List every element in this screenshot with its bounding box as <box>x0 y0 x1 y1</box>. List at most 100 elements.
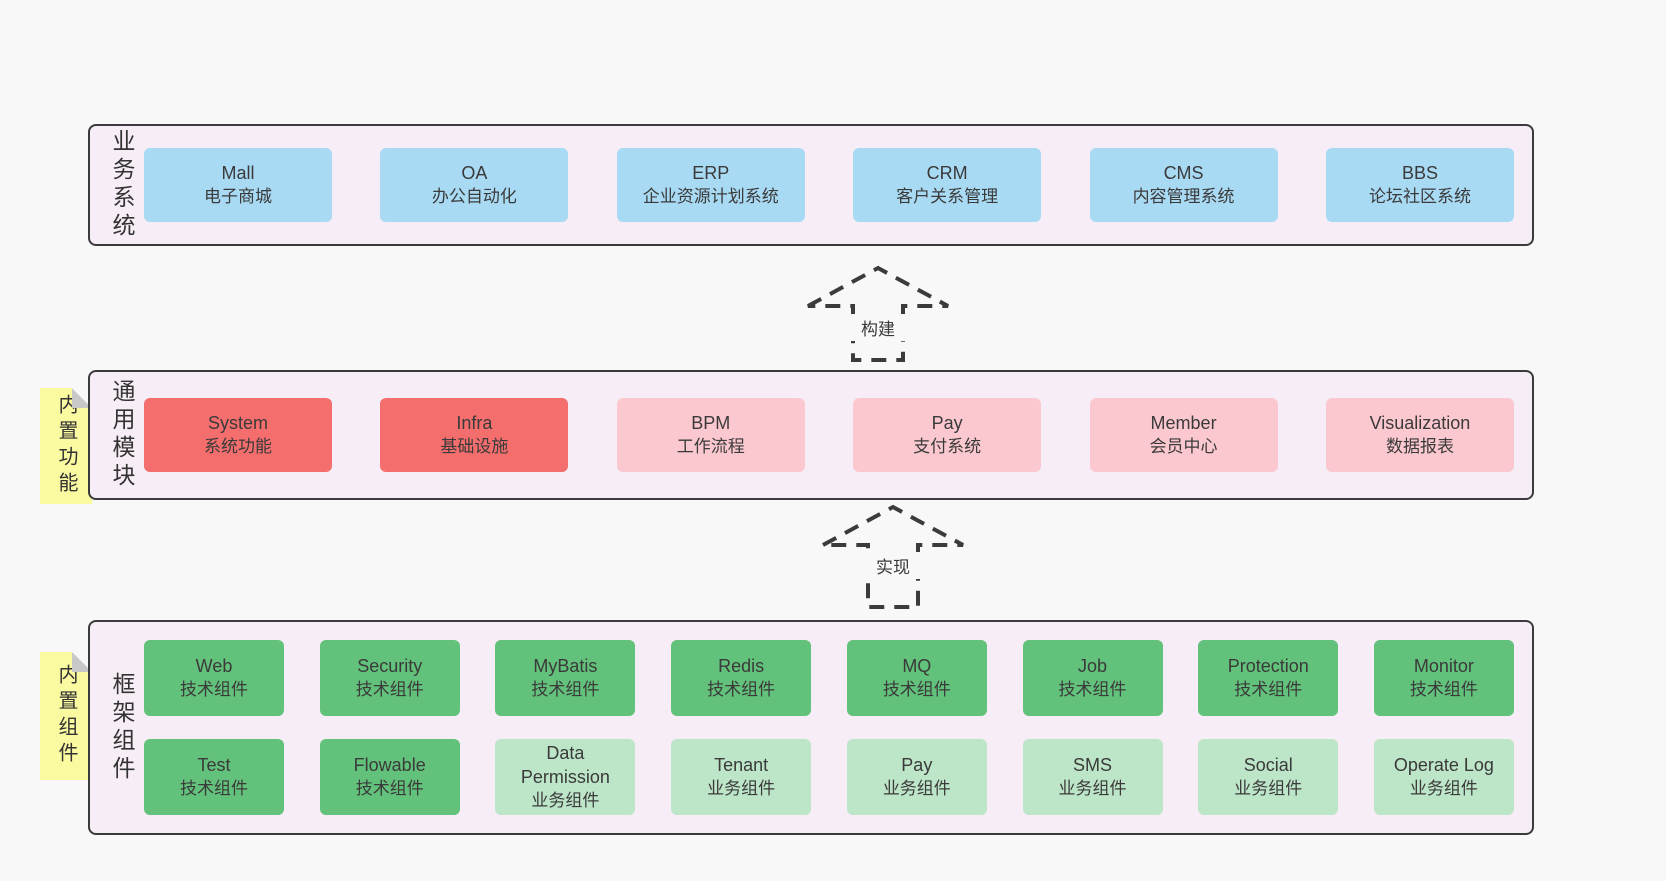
section-framework-components: 框架组件 Web 技术组件 Security 技术组件 MyBatis 技术组件… <box>88 620 1534 835</box>
folded-corner-icon <box>72 388 92 408</box>
box-mq: MQ 技术组件 <box>846 640 987 716</box>
box-en-label: Data Permission <box>520 743 610 787</box>
box-en-label: Mall <box>221 163 255 183</box>
box-protection: Protection 技术组件 <box>1198 640 1339 716</box>
box-zh-label: 数据报表 <box>1385 437 1454 456</box>
box-en-label: Tenant <box>714 755 769 775</box>
box-en-label: Monitor <box>1413 656 1474 676</box>
section-side-label: 框架组件 <box>109 671 135 784</box>
box-pay-biz: Pay 业务组件 <box>846 739 987 815</box>
box-zh-label: 技术组件 <box>882 680 951 699</box>
sticky-label-builtin-features: 内置功能 <box>55 394 77 498</box>
box-oa: OA 办公自动化 <box>380 148 569 222</box>
box-web: Web 技术组件 <box>144 640 284 716</box>
box-zh-label: 技术组件 <box>180 680 248 699</box>
box-operate-log: Operate Log 业务组件 <box>1373 739 1514 815</box>
sticky-note-builtin-features: 内置功能 <box>40 388 92 504</box>
box-en-label: Operate Log <box>1393 755 1494 775</box>
box-zh-label: 业务组件 <box>531 791 600 810</box>
box-en-label: Redis <box>718 656 765 676</box>
box-en-label: System <box>207 413 268 433</box>
box-zh-label: 技术组件 <box>707 680 776 699</box>
box-en-label: Job <box>1078 656 1108 676</box>
box-en-label: Pay <box>901 755 933 775</box>
box-zh-label: 技术组件 <box>1234 680 1303 699</box>
business-boxes: Mall 电子商城 OA 办公自动化 ERP 企业资源计划系统 CRM 客户关系… <box>134 148 1532 222</box>
section-business-systems: 业务系统 Mall 电子商城 OA 办公自动化 ERP 企业资源计划系统 CRM… <box>88 124 1534 246</box>
box-en-label: MyBatis <box>533 656 598 676</box>
box-bbs: BBS 论坛社区系统 <box>1325 148 1514 222</box>
box-job: Job 技术组件 <box>1022 640 1163 716</box>
box-zh-label: 业务组件 <box>1234 779 1303 798</box>
box-zh-label: 客户关系管理 <box>896 187 999 206</box>
section-side-label: 通用模块 <box>109 379 135 491</box>
box-cms: CMS 内容管理系统 <box>1089 148 1278 222</box>
box-zh-label: 业务组件 <box>1409 779 1478 798</box>
framework-row-1: Web 技术组件 Security 技术组件 MyBatis 技术组件 Redi… <box>144 640 1514 716</box>
box-en-label: Flowable <box>353 755 426 775</box>
box-mybatis: MyBatis 技术组件 <box>495 640 636 716</box>
box-en-label: BPM <box>691 413 731 433</box>
box-en-label: Infra <box>456 413 493 433</box>
box-pay: Pay 支付系统 <box>853 398 1042 472</box>
sticky-note-builtin-components: 内置组件 <box>40 652 92 780</box>
section-side-label: 业务系统 <box>109 129 135 241</box>
box-en-label: ERP <box>692 163 730 183</box>
box-en-label: Web <box>195 656 233 676</box>
framework-boxes: Web 技术组件 Security 技术组件 MyBatis 技术组件 Redi… <box>134 640 1532 815</box>
box-en-label: CRM <box>926 163 968 183</box>
arrow-build <box>807 265 949 362</box>
box-crm: CRM 客户关系管理 <box>853 148 1042 222</box>
box-tenant: Tenant 业务组件 <box>671 739 812 815</box>
box-zh-label: 工作流程 <box>676 437 745 456</box>
box-test: Test 技术组件 <box>144 739 284 815</box>
box-zh-label: 业务组件 <box>707 779 776 798</box>
box-member: Member 会员中心 <box>1089 398 1278 472</box>
box-en-label: Pay <box>931 413 963 433</box>
box-zh-label: 办公自动化 <box>431 187 517 206</box>
framework-row-2: Test 技术组件 Flowable 技术组件 Data Permission … <box>144 739 1514 815</box>
box-redis: Redis 技术组件 <box>671 640 812 716</box>
box-zh-label: 会员中心 <box>1149 437 1218 456</box>
box-erp: ERP 企业资源计划系统 <box>616 148 805 222</box>
box-en-label: MQ <box>902 656 932 676</box>
box-en-label: Security <box>357 656 423 676</box>
box-monitor: Monitor 技术组件 <box>1373 640 1514 716</box>
box-zh-label: 支付系统 <box>913 437 982 456</box>
box-en-label: OA <box>461 163 488 183</box>
box-mall: Mall 电子商城 <box>144 148 332 222</box>
box-zh-label: 企业资源计划系统 <box>642 187 779 206</box>
sticky-label-builtin-components: 内置组件 <box>55 664 77 768</box>
box-zh-label: 内容管理系统 <box>1132 187 1235 206</box>
box-flowable: Flowable 技术组件 <box>319 739 460 815</box>
box-en-label: CMS <box>1163 163 1204 183</box>
box-infra: Infra 基础设施 <box>380 398 569 472</box>
module-boxes: System 系统功能 Infra 基础设施 BPM 工作流程 Pay 支付系统… <box>134 398 1532 472</box>
folded-corner-icon <box>72 652 92 672</box>
box-en-label: Social <box>1243 755 1293 775</box>
box-zh-label: 基础设施 <box>440 437 509 456</box>
section-common-modules: 通用模块 System 系统功能 Infra 基础设施 BPM 工作流程 Pay… <box>88 370 1534 500</box>
box-zh-label: 技术组件 <box>531 680 600 699</box>
box-zh-label: 电子商城 <box>204 187 272 206</box>
box-en-label: BBS <box>1401 163 1438 183</box>
box-security: Security 技术组件 <box>319 640 460 716</box>
box-zh-label: 业务组件 <box>882 779 951 798</box>
box-sms: SMS 业务组件 <box>1022 739 1163 815</box>
box-zh-label: 技术组件 <box>355 680 424 699</box>
box-en-label: Member <box>1150 413 1217 433</box>
arrow-build-label: 构建 <box>843 314 913 341</box>
box-en-label: Visualization <box>1369 413 1471 433</box>
box-zh-label: 技术组件 <box>355 779 424 798</box>
arrow-implement-label: 实现 <box>858 552 928 579</box>
box-zh-label: 技术组件 <box>180 779 248 798</box>
box-zh-label: 业务组件 <box>1058 779 1127 798</box>
box-social: Social 业务组件 <box>1198 739 1339 815</box>
box-data-permission: Data Permission 业务组件 <box>495 739 636 815</box>
box-zh-label: 技术组件 <box>1409 680 1478 699</box>
box-system: System 系统功能 <box>144 398 332 472</box>
box-en-label: Protection <box>1227 656 1309 676</box>
box-en-label: Test <box>197 755 231 775</box>
box-zh-label: 论坛社区系统 <box>1368 187 1471 206</box>
box-visualization: Visualization 数据报表 <box>1325 398 1514 472</box>
